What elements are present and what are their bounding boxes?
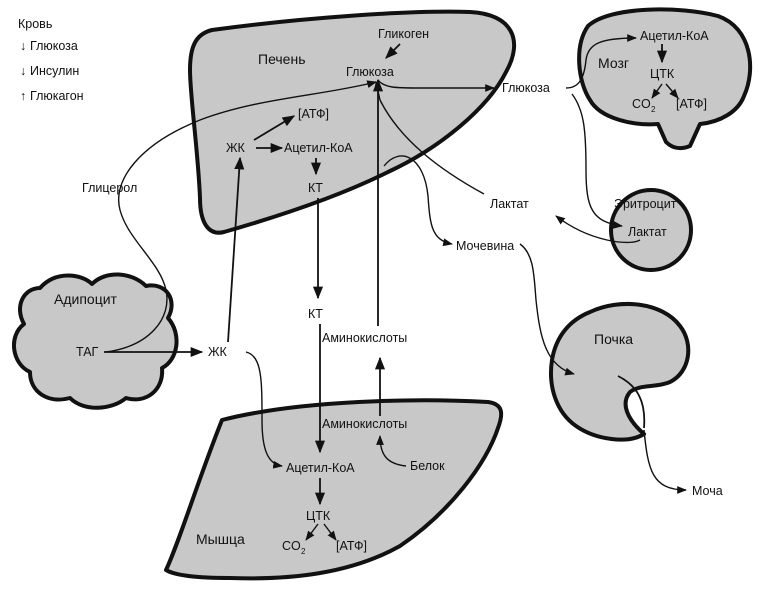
liver-organ — [188, 9, 517, 235]
muscle-co2-label: CO — [282, 539, 301, 553]
kidney-label: Почка — [594, 331, 633, 347]
blood-glucose-label: Глюкоза — [502, 81, 550, 95]
brain-acetyl-coa-label: Ацетил-КоА — [640, 29, 709, 43]
legend-arrow-glucose: ↓ — [20, 39, 26, 53]
tag-label: ТАГ — [76, 345, 99, 359]
blood-amino-acids-label: Аминокислоты — [322, 331, 407, 345]
protein-label: Белок — [410, 459, 445, 473]
muscle-organ — [164, 398, 504, 581]
legend-label-insulin: Инсулин — [30, 64, 79, 78]
liver-label: Печень — [258, 51, 306, 67]
urine-label: Моча — [692, 484, 723, 498]
erythrocyte-organ — [609, 188, 693, 272]
legend: Кровь ↓ Глюкоза ↓ Инсулин ↑ Глюкагон — [18, 17, 84, 103]
kidney-organ — [549, 301, 691, 442]
brain-co2-label: CO — [632, 97, 651, 111]
muscle-acetyl-coa-label: Ацетил-КоА — [286, 461, 355, 475]
glycogen-label: Гликоген — [378, 27, 429, 41]
legend-label-glucagon: Глюкагон — [30, 89, 84, 103]
muscle-co2-subscript: 2 — [301, 547, 306, 556]
blood-kt-label: КТ — [308, 307, 323, 321]
rbc-lactate-label: Лактат — [628, 225, 667, 239]
muscle-label: Мышца — [196, 531, 245, 547]
legend-label-glucose: Глюкоза — [30, 39, 78, 53]
liver-glucose-label: Глюкоза — [346, 65, 394, 79]
erythrocyte-label: Эритроцит — [614, 197, 677, 211]
brain-atp-label: [АТФ] — [676, 97, 707, 111]
adipocyte-label: Адипоцит — [54, 291, 118, 307]
brain-organ — [577, 7, 753, 151]
brain-tca-label: ЦТК — [650, 67, 675, 81]
urea-label: Мочевина — [456, 239, 514, 253]
adipocyte-organ — [11, 272, 179, 410]
muscle-atp-label: [АТФ] — [336, 539, 367, 553]
muscle-tca-label: ЦТК — [306, 509, 331, 523]
legend-arrow-glucagon: ↑ — [20, 89, 26, 103]
muscle-amino-acids-label: Аминокислоты — [322, 417, 407, 431]
blood-lactate-label: Лактат — [490, 197, 529, 211]
liver-fa-label: ЖК — [226, 141, 246, 155]
blood-fa-label: ЖК — [208, 345, 228, 359]
legend-title: Кровь — [18, 17, 52, 31]
liver-atp-label: [АТФ] — [298, 107, 329, 121]
liver-kt-label: КТ — [308, 181, 323, 195]
legend-arrow-insulin: ↓ — [20, 64, 26, 78]
glycerol-label: Глицерол — [82, 181, 137, 195]
brain-co2-subscript: 2 — [651, 105, 656, 114]
liver-acetyl-coa-label: Ацетил-КоА — [284, 141, 353, 155]
brain-label: Мозг — [598, 55, 629, 71]
